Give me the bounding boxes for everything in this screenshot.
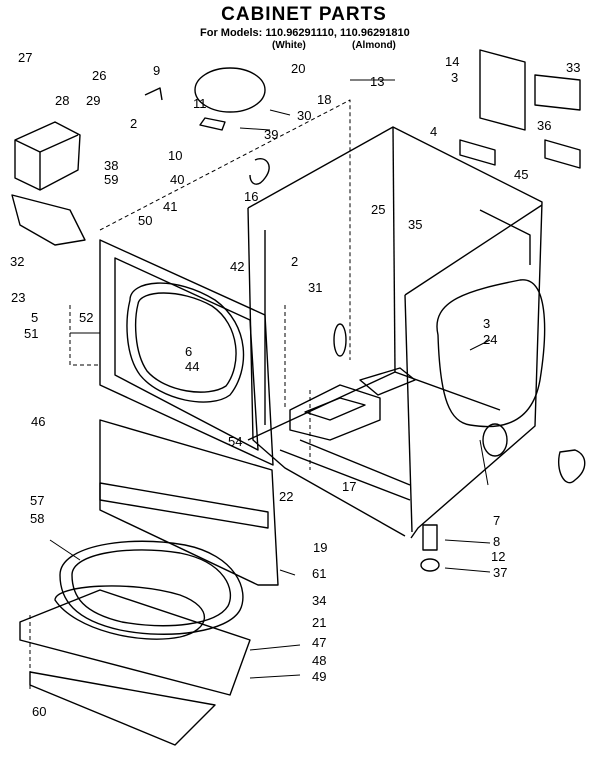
callout-37: 37 bbox=[493, 565, 507, 580]
callout-25: 25 bbox=[371, 202, 385, 217]
base-parts bbox=[279, 367, 416, 501]
callout-44: 44 bbox=[185, 359, 199, 374]
callout-3b: 3 bbox=[483, 316, 490, 331]
callout-34: 34 bbox=[312, 593, 326, 608]
leader-solid-lines bbox=[49, 79, 491, 679]
callout-12: 12 bbox=[491, 549, 505, 564]
callout-18: 18 bbox=[317, 92, 331, 107]
callout-35: 35 bbox=[408, 217, 422, 232]
model-white-label: (White) bbox=[272, 40, 306, 51]
callout-26: 26 bbox=[92, 68, 106, 83]
callout-42: 42 bbox=[230, 259, 244, 274]
callout-48: 48 bbox=[312, 653, 326, 668]
callout-50: 50 bbox=[138, 213, 152, 228]
lower-panel bbox=[99, 419, 279, 586]
callout-54: 54 bbox=[228, 434, 242, 449]
callout-11: 11 bbox=[193, 96, 207, 111]
callout-19: 19 bbox=[313, 540, 327, 555]
callout-36: 36 bbox=[537, 118, 551, 133]
callout-58: 58 bbox=[30, 511, 44, 526]
callout-24: 24 bbox=[483, 332, 497, 347]
callout-17: 17 bbox=[342, 479, 356, 494]
base-tray bbox=[19, 585, 251, 746]
model-almond-label: (Almond) bbox=[352, 40, 396, 51]
leader-lines bbox=[29, 99, 351, 690]
front-panel bbox=[99, 239, 274, 466]
callout-4: 4 bbox=[430, 124, 437, 139]
callout-60: 60 bbox=[32, 704, 46, 719]
callout-3: 3 bbox=[451, 70, 458, 85]
callout-49: 49 bbox=[312, 669, 326, 684]
callout-2b: 2 bbox=[291, 254, 298, 269]
callout-9: 9 bbox=[153, 63, 160, 78]
callout-45: 45 bbox=[514, 167, 528, 182]
page-title: CABINET PARTS bbox=[221, 4, 387, 25]
callout-33: 33 bbox=[566, 60, 580, 75]
callout-39: 39 bbox=[264, 127, 278, 142]
callout-6: 6 bbox=[185, 344, 192, 359]
door-gasket-ring bbox=[59, 540, 244, 635]
models-line: For Models: 110.96291110, 110.96291810 bbox=[200, 27, 410, 39]
callout-16: 16 bbox=[244, 189, 258, 204]
callout-27: 27 bbox=[18, 50, 32, 65]
callout-61: 61 bbox=[312, 566, 326, 581]
cabinet-body bbox=[247, 126, 546, 539]
callout-labels: 27 26 9 20 13 14 33 28 29 2 11 18 3 30 3… bbox=[10, 50, 580, 719]
callout-47: 47 bbox=[312, 635, 326, 650]
terminal-block bbox=[459, 49, 581, 169]
idler-and-belt bbox=[144, 67, 270, 185]
callout-5: 5 bbox=[31, 310, 38, 325]
timer-assembly bbox=[11, 121, 86, 246]
callout-7: 7 bbox=[493, 513, 500, 528]
callout-52: 52 bbox=[79, 310, 93, 325]
callout-13: 13 bbox=[370, 74, 384, 89]
callout-31: 31 bbox=[308, 280, 322, 295]
callout-8: 8 bbox=[493, 534, 500, 549]
callout-10: 10 bbox=[168, 148, 182, 163]
callout-14: 14 bbox=[445, 54, 459, 69]
callout-57: 57 bbox=[30, 493, 44, 508]
callout-20: 20 bbox=[291, 61, 305, 76]
callout-38: 38 bbox=[104, 158, 118, 173]
callout-22: 22 bbox=[279, 489, 293, 504]
callout-46: 46 bbox=[31, 414, 45, 429]
callout-28: 28 bbox=[55, 93, 69, 108]
callout-40: 40 bbox=[170, 172, 184, 187]
leveling-leg bbox=[420, 449, 586, 572]
callout-21: 21 bbox=[312, 615, 326, 630]
callout-59: 59 bbox=[104, 172, 118, 187]
callout-51: 51 bbox=[24, 326, 38, 341]
callout-32: 32 bbox=[10, 254, 24, 269]
callout-29: 29 bbox=[86, 93, 100, 108]
callout-23: 23 bbox=[11, 290, 25, 305]
callout-2: 2 bbox=[130, 116, 137, 131]
callout-30: 30 bbox=[297, 108, 311, 123]
callout-41: 41 bbox=[163, 199, 177, 214]
